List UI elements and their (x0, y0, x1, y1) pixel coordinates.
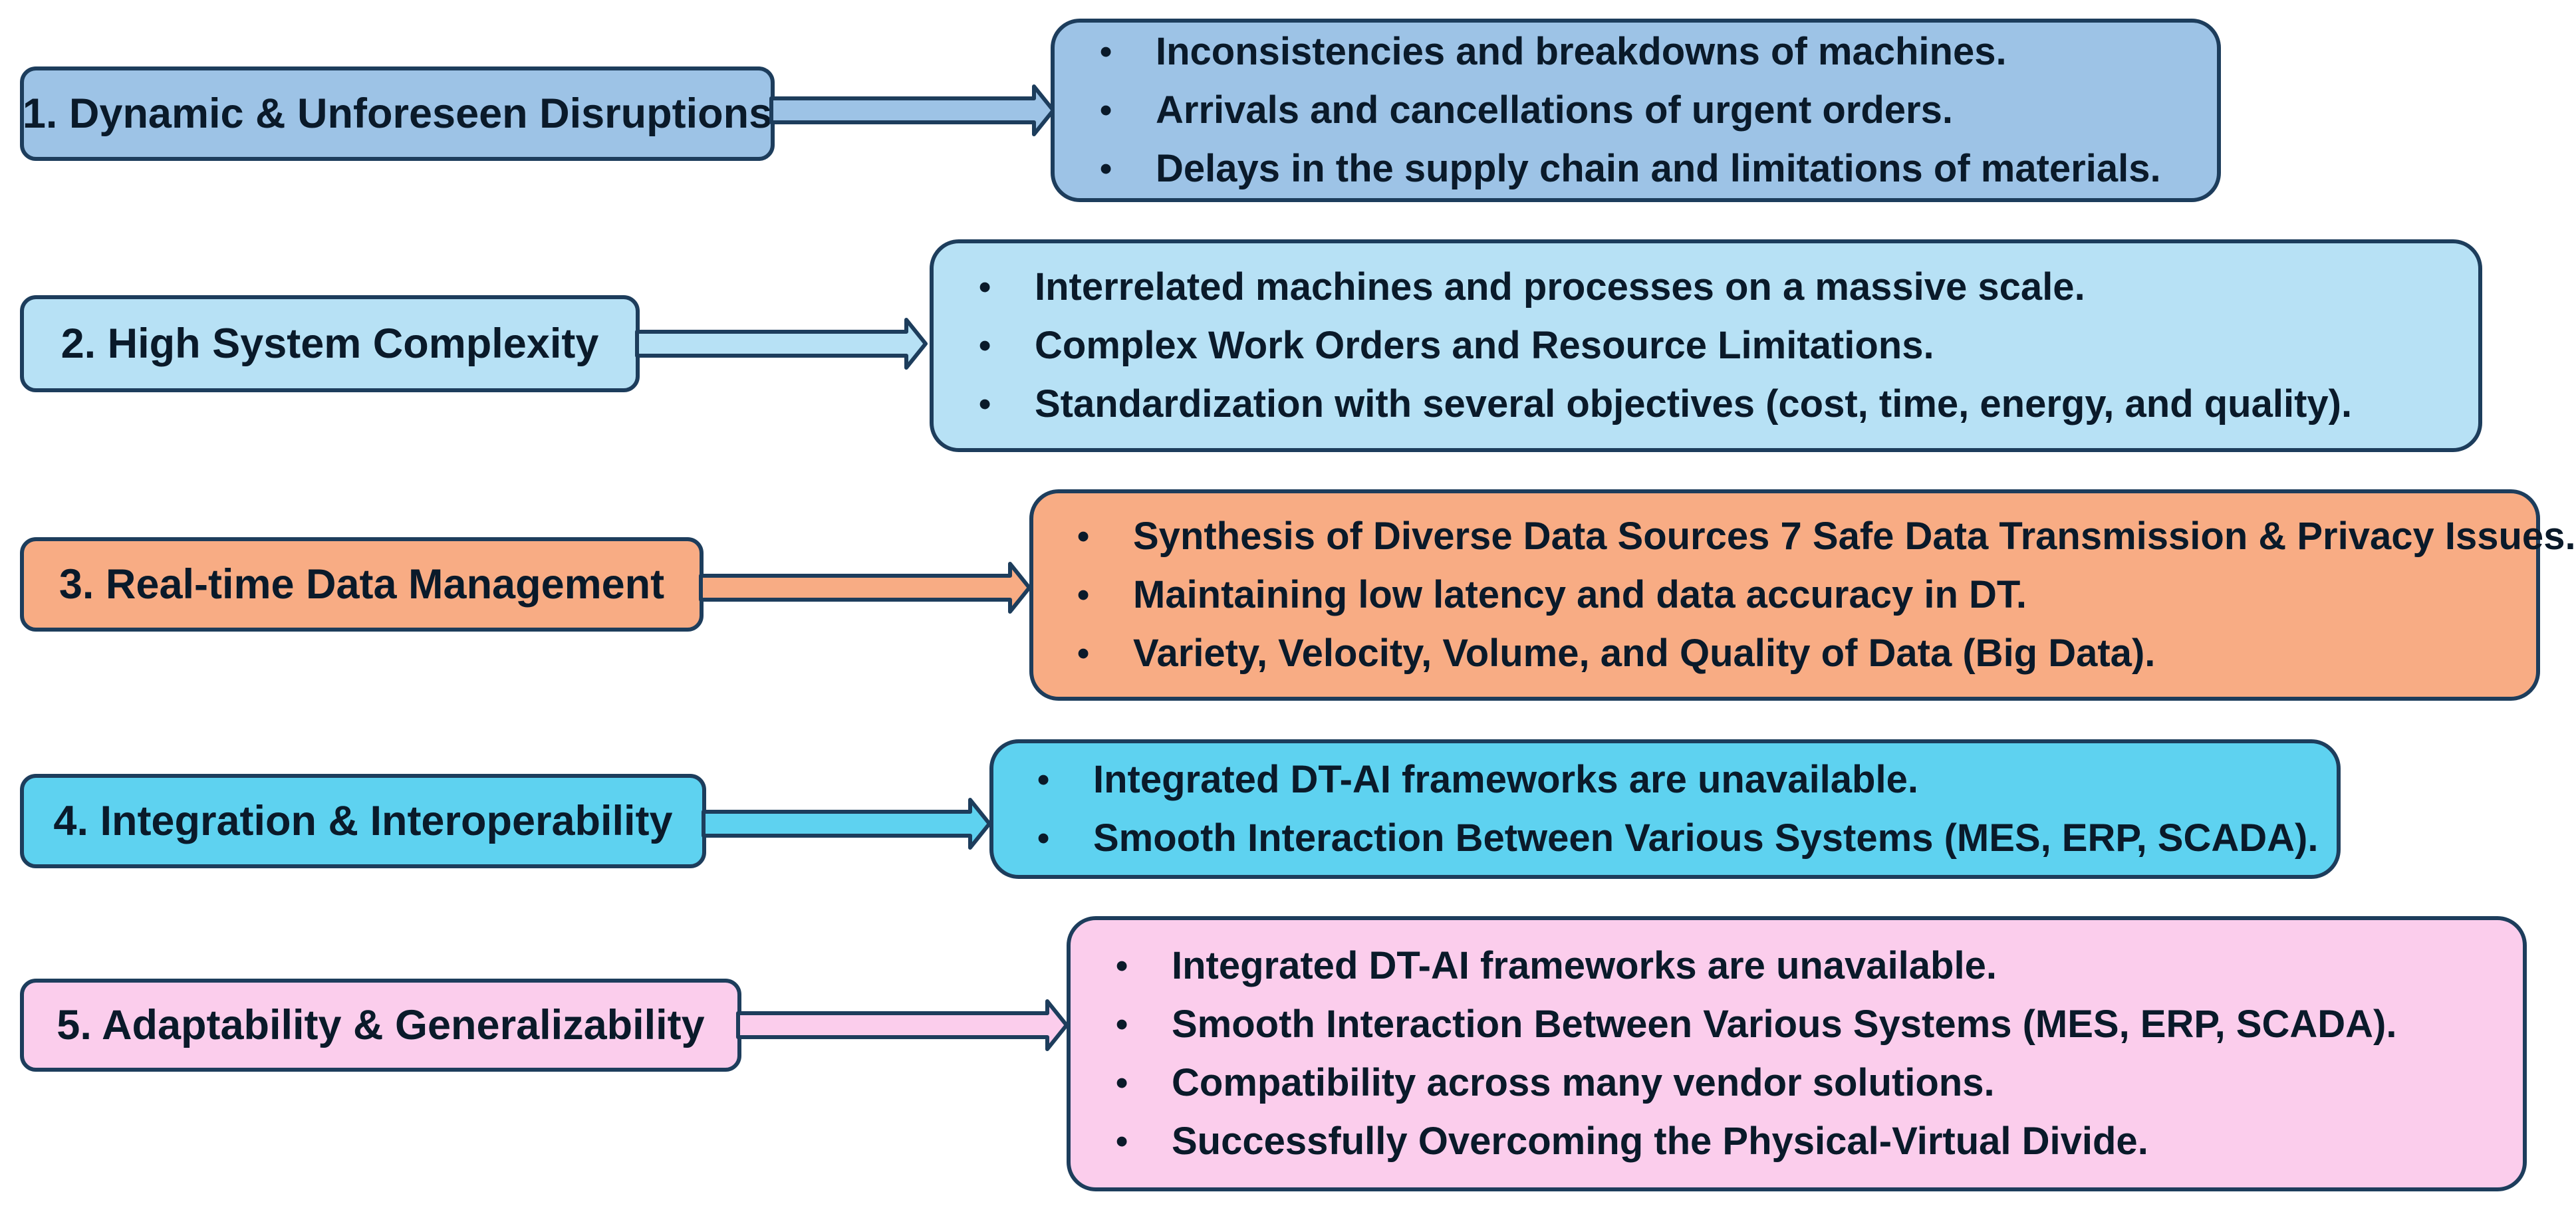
detail-bullet: • Smooth Interaction Between Various Syst… (1097, 995, 2523, 1054)
bullet-text: Smooth Interaction Between Various Syste… (1093, 816, 2319, 860)
bullet-text: Complex Work Orders and Resource Limitat… (1035, 324, 1934, 367)
bullet-text: Delays in the supply chain and limitatio… (1156, 147, 2161, 190)
detail-bullet: • Complex Work Orders and Resource Limita… (960, 316, 2478, 375)
detail-bullet: • Arrivals and cancellations of urgent or… (1081, 81, 2217, 140)
connector-arrow-1 (769, 84, 1055, 136)
bullet-dot: • (1100, 150, 1112, 188)
challenge-label-text-1: 1. Dynamic & Unforeseen Disruptions (22, 90, 773, 137)
bullet-dot: • (1100, 91, 1112, 130)
detail-box-2: • Interrelated machines and processes on … (930, 239, 2482, 452)
detail-bullet: • Standardization with several objectives… (960, 375, 2478, 433)
challenge-label-1: 1. Dynamic & Unforeseen Disruptions (20, 66, 775, 161)
bullet-text: Compatibility across many vendor solutio… (1172, 1061, 1995, 1104)
detail-box-1: • Inconsistencies and breakdowns of machi… (1051, 19, 2221, 202)
detail-bullet: • Smooth Interaction Between Various Syst… (1019, 809, 2337, 868)
detail-bullet: • Interrelated machines and processes on … (960, 258, 2478, 316)
bullet-text: Variety, Velocity, Volume, and Quality o… (1133, 632, 2156, 675)
detail-box-5: • Integrated DT-AI frameworks are unavail… (1067, 916, 2527, 1191)
bullet-dot: • (1100, 33, 1112, 71)
detail-bullet: • Integrated DT-AI frameworks are unavail… (1097, 937, 2523, 995)
bullet-text: Integrated DT-AI frameworks are unavaila… (1172, 944, 1997, 987)
bullet-dot: • (1037, 819, 1050, 858)
bullet-dot: • (1116, 1122, 1128, 1161)
bullet-dot: • (979, 385, 991, 423)
bullet-text: Standardization with several objectives … (1035, 382, 2353, 425)
detail-bullet: • Successfully Overcoming the Physical-Vi… (1097, 1112, 2523, 1171)
bullet-dot: • (979, 268, 991, 306)
detail-bullet: • Delays in the supply chain and limitati… (1081, 140, 2217, 198)
bullet-dot: • (1116, 1064, 1128, 1102)
detail-box-3: • Synthesis of Diverse Data Sources 7 Saf… (1029, 489, 2576, 701)
connector-arrow-5 (736, 999, 1069, 1051)
detail-bullet: • Maintaining low latency and data accura… (1059, 566, 2536, 624)
connector-arrow-3 (699, 562, 1031, 614)
bullet-dot: • (1116, 947, 1128, 985)
bullet-dot: • (1037, 761, 1050, 799)
detail-bullet: • Inconsistencies and breakdowns of machi… (1081, 23, 2217, 81)
challenge-label-text-2: 2. High System Complexity (61, 320, 599, 367)
bullet-dot: • (1077, 517, 1090, 556)
detail-box-4: • Integrated DT-AI frameworks are unavail… (989, 739, 2341, 879)
challenge-label-text-3: 3. Real-time Data Management (59, 561, 665, 608)
challenge-label-4: 4. Integration & Interoperability (20, 774, 706, 868)
detail-bullet: • Variety, Velocity, Volume, and Quality … (1059, 624, 2536, 683)
challenge-label-text-4: 4. Integration & Interoperability (53, 798, 673, 844)
challenge-label-3: 3. Real-time Data Management (20, 537, 704, 632)
bullet-text: Integrated DT-AI frameworks are unavaila… (1093, 758, 1918, 801)
challenge-label-text-5: 5. Adaptability & Generalizability (57, 1002, 705, 1048)
bullet-dot: • (1077, 576, 1090, 614)
bullet-dot: • (1077, 634, 1090, 673)
bullet-text: Interrelated machines and processes on a… (1035, 265, 2085, 308)
bullet-text: Successfully Overcoming the Physical-Vir… (1172, 1120, 2148, 1163)
bullet-text: Synthesis of Diverse Data Sources 7 Safe… (1133, 515, 2576, 558)
bullet-text: Arrivals and cancellations of urgent ord… (1156, 88, 1953, 132)
bullet-dot: • (979, 326, 991, 365)
bullet-text: Smooth Interaction Between Various Syste… (1172, 1003, 2397, 1046)
challenge-label-5: 5. Adaptability & Generalizability (20, 979, 741, 1072)
bullet-text: Inconsistencies and breakdowns of machin… (1156, 30, 2007, 73)
detail-bullet: • Compatibility across many vendor soluti… (1097, 1054, 2523, 1112)
bullet-dot: • (1116, 1005, 1128, 1044)
detail-bullet: • Integrated DT-AI frameworks are unavail… (1019, 751, 2337, 809)
challenge-label-2: 2. High System Complexity (20, 295, 640, 392)
bullet-text: Maintaining low latency and data accurac… (1133, 573, 2027, 616)
detail-bullet: • Synthesis of Diverse Data Sources 7 Saf… (1059, 507, 2576, 566)
connector-arrow-4 (702, 798, 991, 850)
connector-arrow-2 (635, 318, 928, 370)
